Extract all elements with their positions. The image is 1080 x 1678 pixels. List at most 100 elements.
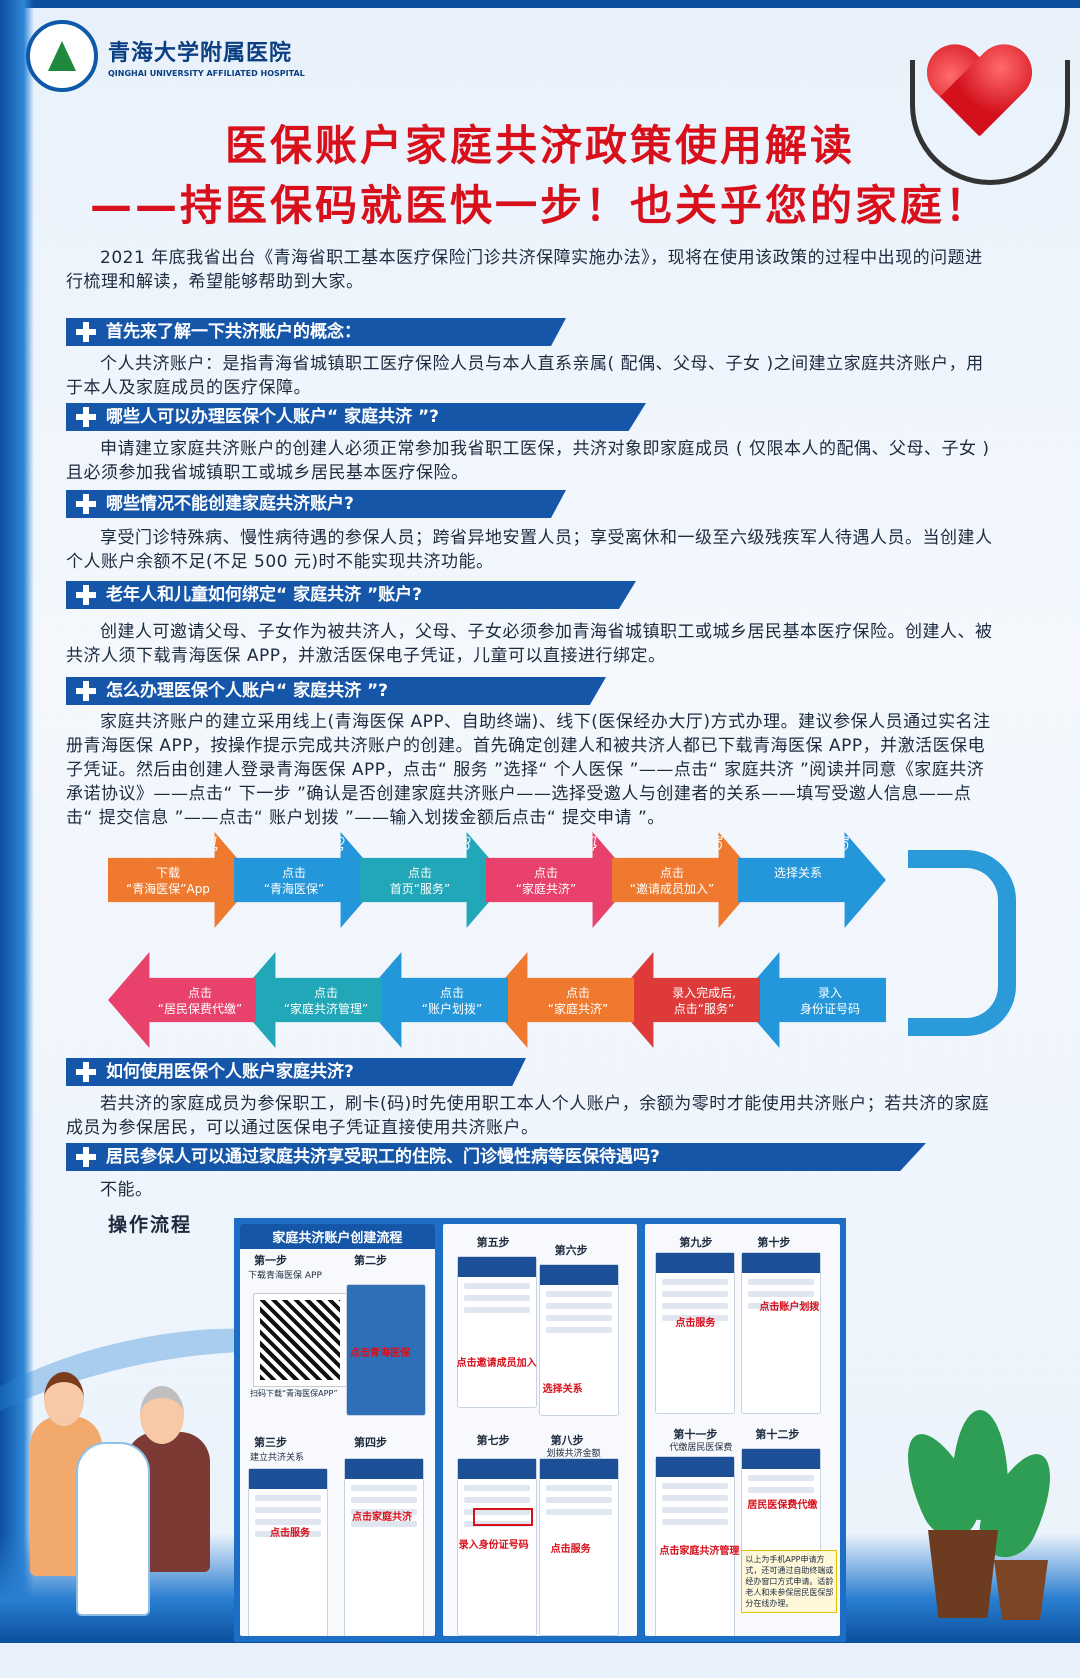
plus-icon	[76, 1147, 96, 1167]
flow-step-label: 录入完成后, 点击“服务”	[672, 986, 736, 1016]
note-box: 以上为手机APP申请方式，还可通过自助终端或经办窗口方式申请。适龄老人和未参保居…	[741, 1550, 838, 1613]
step-sublabel: 划拨共济金额	[546, 1449, 601, 1459]
section-heading-eligibility: 哪些人可以办理医保个人账户“ 家庭共济 ”?	[66, 403, 646, 431]
left-frame-bar	[0, 0, 34, 1643]
screenshot-panel-3: 第九步 第十步 点击服务 点击账户划拨 第十一步 代缴居民医保费 第十二步 居民…	[645, 1224, 841, 1636]
flow-step-label: 点击 “居民保费代缴”	[157, 986, 243, 1016]
hint-text: 点击家庭共济管理	[659, 1546, 740, 1557]
step-sublabel: 建立共济关系	[250, 1453, 305, 1463]
phone-screen-service-menu	[655, 1252, 736, 1414]
section-body-binding: 创建人可邀请父母、子女作为被共济人，父母、子女必须参加青海省城镇职工或城乡居民基…	[66, 622, 993, 666]
flow-step-06: 06 选择关系	[738, 832, 886, 928]
step-label: 第四步	[354, 1436, 387, 1449]
plus-icon	[76, 322, 96, 342]
step-label: 第十一步	[673, 1428, 718, 1441]
step-sublabel: 下载青海医保 APP	[248, 1271, 322, 1281]
step-label: 第二步	[354, 1254, 387, 1267]
hospital-name-cn: 青海大学附属医院	[108, 39, 293, 66]
phone-screen-id-entry	[456, 1458, 537, 1636]
hint-text: 居民医保费代缴	[747, 1500, 818, 1511]
flow-step-number: 05	[697, 834, 724, 856]
flow-step-number: 12	[167, 954, 194, 976]
qr-caption: 扫码下载“青海医保APP”	[250, 1389, 338, 1398]
flow-step-number: 11	[293, 954, 320, 976]
hint-text: 选择关系	[542, 1384, 583, 1395]
section-heading-usage: 如何使用医保个人账户家庭共济?	[66, 1058, 526, 1086]
step-sublabel: 代缴居民医保费	[669, 1443, 733, 1453]
section-heading-how-to: 怎么办理医保个人账户“ 家庭共济 ”?	[66, 677, 606, 705]
plus-icon	[76, 1062, 96, 1082]
flow-step-01: 01 下载 “青海医保”App	[108, 832, 256, 928]
hint-text: 点击账户划拨	[759, 1302, 820, 1313]
flow-step-number: 02	[319, 834, 346, 856]
hint-text: 点击服务	[550, 1544, 591, 1555]
screenshot-panel-2: 第五步 第六步 点击邀请成员加入 选择关系 第七步 第八步 划拨共济金额 录入身…	[442, 1224, 638, 1636]
flow-step-08: 08 录入完成后, 点击“服务”	[612, 952, 760, 1048]
section-body-how-to: 家庭共济账户的建立采用线上(青海医保 APP、自助终端)、线下(医保经办大厅)方…	[66, 712, 991, 828]
flow-step-02: 02 点击 “青海医保”	[234, 832, 382, 928]
step-label: 第六步	[554, 1244, 588, 1257]
phone-screen-family	[344, 1458, 424, 1636]
phone-screen-relation	[538, 1264, 619, 1416]
flow-step-label: 点击 “家庭共济管理”	[283, 986, 369, 1016]
phone-screen-management	[655, 1456, 736, 1636]
section-body-eligibility: 申请建立家庭共济账户的创建人必须正常参加我省职工医保，共济对象即家庭成员 ( 仅…	[66, 439, 990, 483]
section-heading-text: 哪些人可以办理医保个人账户“ 家庭共济 ”?	[106, 407, 440, 427]
flow-step-label: 点击 “账户划拨”	[421, 986, 483, 1016]
hospital-name-en: QINGHAI UNIVERSITY AFFILIATED HOSPITAL	[108, 68, 305, 78]
flow-step-label: 选择关系	[773, 866, 822, 880]
flow-step-label: 点击 首页“服务”	[389, 866, 451, 896]
section-body-concept: 个人共济账户：是指青海省城镇职工医疗保险人员与本人直系亲属( 配偶、父母、子女 …	[66, 354, 984, 398]
flow-step-11: 11 点击 “家庭共济管理”	[234, 952, 382, 1048]
flow-step-label: 点击 “青海医保”	[263, 866, 325, 896]
section-heading-text: 怎么办理医保个人账户“ 家庭共济 ”?	[106, 681, 389, 701]
step-label: 第十步	[757, 1236, 791, 1249]
panel-title: 家庭共济账户创建流程	[240, 1224, 435, 1249]
flow-loop-connector	[908, 850, 1016, 1036]
flow-step-04: 04 点击 “家庭共济”	[486, 832, 634, 928]
highlight-box	[472, 1508, 533, 1526]
step-label: 第九步	[679, 1236, 713, 1249]
flow-step-number: 04	[571, 834, 598, 856]
intro-paragraph: 2021 年底我省出台《青海省职工基本医疗保险门诊共济保障实施办法》，现将在使用…	[66, 248, 983, 292]
flow-step-07: 07 录入 身份证号码	[738, 952, 886, 1048]
hint-text: 录入身份证号码	[458, 1540, 529, 1551]
flow-step-label: 下载 “青海医保”App	[126, 866, 210, 896]
step-label: 第五步	[476, 1236, 510, 1249]
phone-screen-transfer	[538, 1458, 619, 1636]
flow-step-number: 01	[193, 834, 220, 856]
section-heading-concept: 首先来了解一下共济账户的概念：	[66, 318, 566, 346]
flow-step-number: 07	[797, 954, 824, 976]
hint-text: 点击家庭共济	[352, 1512, 412, 1523]
flow-step-number: 03	[445, 834, 472, 856]
section-heading-text: 哪些情况不能创建家庭共济账户?	[106, 494, 354, 514]
phone-screen-home	[346, 1284, 426, 1416]
section-heading-binding: 老年人和儿童如何绑定“ 家庭共济 ”账户?	[66, 581, 636, 609]
hospital-logo: 青海大学附属医院 QINGHAI UNIVERSITY AFFILIATED H…	[26, 20, 305, 92]
flow-step-label: 点击 “家庭共济”	[515, 866, 577, 896]
section-body-resident-benefits: 不能。	[100, 1180, 153, 1200]
hint-text: 点击青海医保	[350, 1348, 410, 1359]
phone-screen-account-transfer	[741, 1252, 822, 1414]
section-body-usage: 若共济的家庭成员为参保职工，刷卡(码)时先使用职工本人个人账户，余额为零时才能使…	[66, 1094, 990, 1138]
poster-subtitle: ——持医保码就医快一步！也关乎您的家庭！	[89, 181, 990, 230]
phone-screen-premium	[741, 1448, 822, 1570]
flow-step-09: 09 点击 “家庭共济”	[486, 952, 634, 1048]
section-heading-text: 如何使用医保个人账户家庭共济?	[106, 1062, 354, 1082]
potted-plant-illustration	[891, 1410, 1067, 1620]
flow-step-label: 点击 “邀请成员加入”	[629, 866, 715, 896]
plus-icon	[76, 407, 96, 427]
section-heading-text: 老年人和儿童如何绑定“ 家庭共济 ”账户?	[106, 585, 423, 605]
plus-icon	[76, 681, 96, 701]
plus-icon	[76, 585, 96, 605]
flow-step-10: 10 点击 “账户划拨”	[360, 952, 508, 1048]
section-heading-text: 首先来了解一下共济账户的概念：	[106, 322, 361, 342]
step-label: 第一步	[254, 1254, 287, 1267]
operation-screenshots: 家庭共济账户创建流程 第一步 下载青海医保 APP 第二步 扫码下载“青海医保A…	[234, 1218, 846, 1642]
step-label: 第三步	[254, 1436, 287, 1449]
hint-text: 点击邀请成员加入	[456, 1358, 537, 1369]
flow-step-number: 08	[671, 954, 698, 976]
flow-step-number: 06	[823, 834, 850, 856]
section-body-exclusions: 享受门诊特殊病、慢性病待遇的参保人员；跨省异地安置人员；享受离休和一级至六级残疾…	[66, 528, 993, 572]
qr-code	[253, 1293, 347, 1387]
